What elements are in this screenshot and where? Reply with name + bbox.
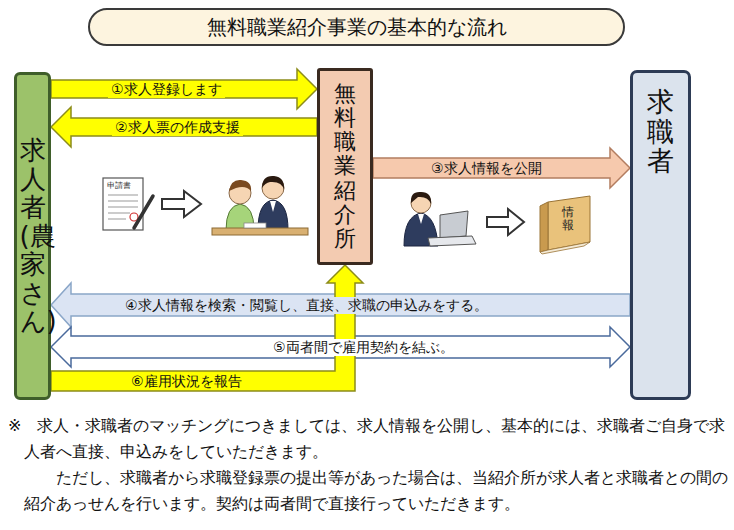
node-label: 求人者(農家さん) bbox=[20, 136, 46, 336]
block-arrow bbox=[51, 265, 363, 391]
application-document bbox=[108, 201, 138, 202]
arrow-label: ②求人票の作成支援 bbox=[112, 119, 243, 136]
node-label: 無料職業紹介所 bbox=[334, 82, 356, 251]
application-document bbox=[108, 207, 138, 208]
jobseeker-box: 求職者 bbox=[630, 70, 691, 400]
diagram-title: 無料職業紹介事業の基本的な流れ bbox=[88, 8, 625, 46]
agency-box: 無料職業紹介所 bbox=[317, 68, 373, 265]
employer-box: 求人者(農家さん) bbox=[14, 72, 51, 400]
arrow-label: ④求人情報を検索・閲覧し、直接、求職の申込みをする。 bbox=[122, 297, 491, 314]
book-label: 情報 bbox=[562, 206, 574, 232]
consultation-figure bbox=[212, 228, 308, 235]
application-document bbox=[103, 178, 153, 230]
hollow-arrow bbox=[487, 209, 524, 235]
hollow-arrow bbox=[162, 191, 201, 217]
application-document bbox=[134, 196, 153, 228]
block-arrow bbox=[51, 107, 317, 147]
note-text: ただし、求職者から求職登録票の提出等があった場合は、当紹介所が求人者と求職者との… bbox=[24, 465, 728, 517]
application-document bbox=[108, 213, 130, 214]
node-label: 求職者 bbox=[647, 87, 674, 176]
laptop-worker bbox=[440, 211, 468, 238]
block-arrow bbox=[373, 148, 630, 188]
application-document bbox=[108, 219, 126, 220]
laptop-worker bbox=[404, 192, 476, 246]
arrow-label: ①求人登録します bbox=[108, 81, 225, 98]
information-book bbox=[540, 242, 590, 254]
consultation-figure bbox=[212, 176, 308, 235]
information-book bbox=[548, 196, 590, 250]
document-label: 申請書 bbox=[107, 180, 131, 191]
laptop-worker bbox=[418, 214, 424, 224]
laptop-worker bbox=[411, 192, 431, 204]
consultation-figure bbox=[262, 176, 284, 190]
information-book bbox=[540, 196, 590, 254]
arrow-label: ③求人情報を公開 bbox=[428, 160, 545, 177]
arrow-label: ⑤両者間で雇用契約を結ぶ。 bbox=[270, 339, 457, 356]
note-text: ※ 求人・求職者のマッチングにつきましては、求人情報を公開し、基本的には、求職者… bbox=[24, 413, 728, 465]
application-document bbox=[108, 195, 138, 196]
consultation-figure bbox=[229, 180, 251, 191]
hollow-arrow bbox=[487, 209, 524, 235]
hollow-arrow bbox=[162, 191, 201, 217]
information-book bbox=[540, 202, 548, 252]
consultation-figure bbox=[244, 223, 266, 228]
laptop-worker bbox=[428, 236, 476, 246]
consultation-figure bbox=[270, 201, 276, 212]
application-document bbox=[130, 213, 138, 221]
block-arrow bbox=[51, 69, 317, 109]
arrow-label: ⑥雇用状況を報告 bbox=[128, 373, 245, 390]
